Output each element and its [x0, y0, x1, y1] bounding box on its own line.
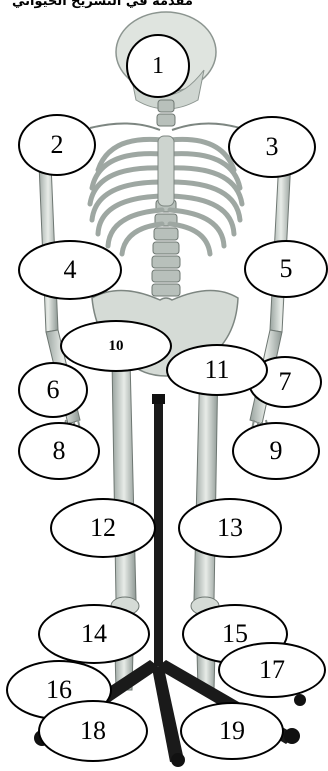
label-3: 3 [228, 116, 316, 178]
label-8: 8 [18, 422, 100, 480]
sternum-shape [158, 136, 174, 206]
label-10: 10 [60, 320, 172, 372]
label-5: 5 [244, 240, 328, 298]
label-14: 14 [38, 604, 150, 664]
label-6: 6 [18, 362, 88, 418]
label-4: 4 [18, 240, 122, 300]
label-9: 9 [232, 422, 320, 480]
label-12: 12 [50, 498, 156, 558]
label-19: 19 [180, 702, 284, 760]
label-13: 13 [178, 498, 282, 558]
label-17: 17 [218, 642, 326, 698]
label-1: 1 [126, 34, 190, 98]
label-2: 2 [18, 114, 96, 176]
label-11: 11 [166, 344, 268, 396]
label-18: 18 [38, 700, 148, 762]
